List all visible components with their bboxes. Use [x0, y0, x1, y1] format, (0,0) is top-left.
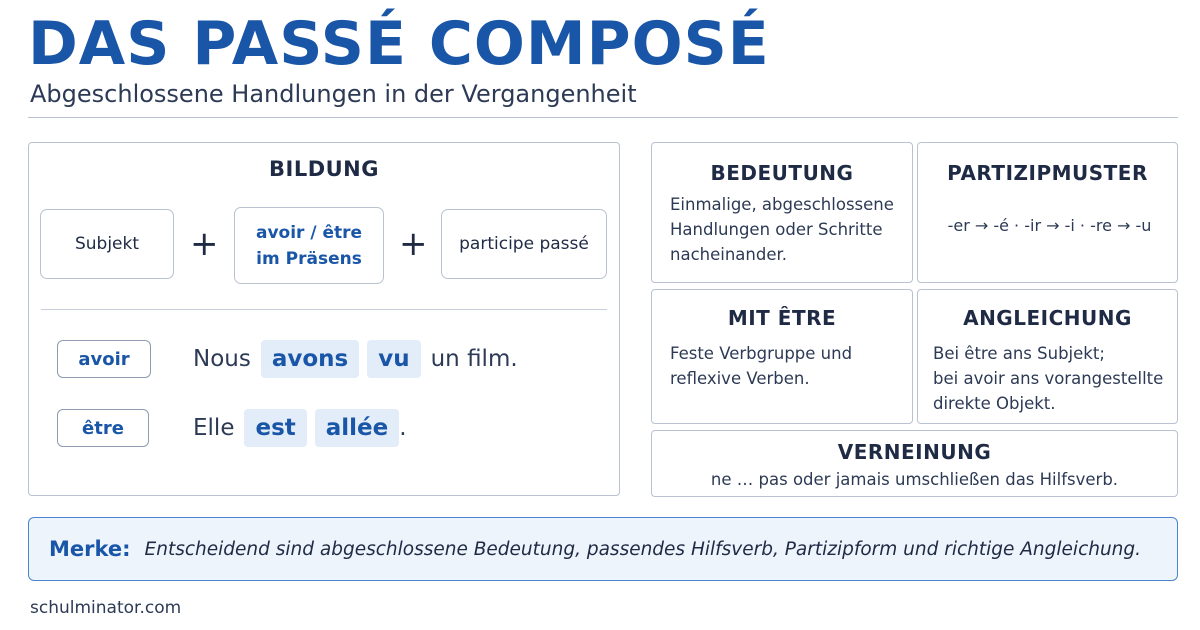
example-sentence-avoir: Nous avons vu un film.	[191, 337, 520, 381]
card-partizipmuster: PARTIZIPMUSTER -er → -é · -ir → -i · -re…	[917, 142, 1178, 283]
card-line: direkte Objekt.	[933, 394, 1056, 413]
card-body: Feste Verbgruppe und reflexive Verben.	[670, 341, 898, 391]
example-word: un film.	[430, 346, 518, 372]
example-aux-badge-avoir: avoir	[57, 340, 151, 378]
example-highlight-auxiliary: est	[244, 409, 307, 447]
card-line: bei avoir ans vorangestellte	[933, 369, 1164, 388]
card-body: Einmalige, abgeschlossene Handlungen ode…	[670, 192, 898, 267]
card-verneinung: VERNEINUNG ne … pas oder jamais umschlie…	[651, 430, 1178, 497]
card-line: Einmalige, abgeschlossene	[670, 195, 894, 214]
formula-auxiliary-box: avoir / être im Präsens	[234, 207, 384, 284]
card-line: Bei être ans Subjekt;	[933, 344, 1105, 363]
formula-plus-2: +	[399, 224, 428, 264]
formula-participle-box: participe passé	[441, 209, 607, 279]
card-title: BEDEUTUNG	[710, 161, 854, 185]
formula-aux-line2: im Präsens	[256, 248, 362, 269]
card-line: reflexive Verben.	[670, 369, 810, 388]
card-title: PARTIZIPMUSTER	[947, 161, 1148, 185]
header-divider	[28, 117, 1178, 118]
card-body: Bei être ans Subjekt; bei avoir ans vora…	[933, 341, 1169, 416]
merke-text: Entscheidend sind abgeschlossene Bedeutu…	[144, 538, 1142, 560]
card-bedeutung: BEDEUTUNG Einmalige, abgeschlossene Hand…	[651, 142, 913, 283]
page-title: DAS PASSÉ COMPOSÉ	[28, 9, 770, 79]
footer-source: schulminator.com	[30, 598, 182, 618]
card-title: ANGLEICHUNG	[963, 306, 1132, 330]
card-title: MIT ÊTRE	[727, 306, 837, 330]
merke-label: Merke:	[49, 537, 131, 561]
example-participle-group: allée .	[314, 409, 407, 447]
card-title: VERNEINUNG	[837, 440, 992, 464]
bildung-panel: BILDUNG Subjekt + avoir / être im Präsen…	[28, 142, 620, 496]
example-highlight-participle: allée	[314, 409, 400, 447]
card-body: ne … pas oder jamais umschließen das Hil…	[710, 470, 1119, 489]
page-subtitle: Abgeschlossene Handlungen in der Vergang…	[30, 80, 637, 108]
merke-box: Merke: Entscheidend sind abgeschlossene …	[28, 517, 1178, 581]
card-mit-etre: MIT ÊTRE Feste Verbgruppe und reflexive …	[651, 289, 913, 424]
example-aux-badge-etre: être	[57, 409, 149, 447]
formula-subject-box: Subjekt	[40, 209, 174, 279]
card-line: Handlungen oder Schritte	[670, 220, 883, 239]
example-highlight-auxiliary: avons	[260, 340, 360, 378]
bildung-divider	[41, 309, 607, 310]
card-angleichung: ANGLEICHUNG Bei être ans Subjekt; bei av…	[917, 289, 1178, 424]
example-word: Elle	[193, 415, 235, 441]
card-line: Feste Verbgruppe und	[670, 344, 853, 363]
formula-plus-1: +	[190, 224, 219, 264]
card-body: -er → -é · -ir → -i · -re → -u	[947, 216, 1152, 235]
example-sentence-etre: Elle est allée .	[191, 406, 407, 450]
example-highlight-participle: vu	[367, 340, 421, 378]
bildung-title: BILDUNG	[269, 157, 379, 181]
example-word: Nous	[193, 346, 251, 372]
formula-aux-line1: avoir / être	[255, 222, 363, 243]
example-period: .	[399, 415, 407, 441]
card-line: nacheinander.	[670, 245, 787, 264]
